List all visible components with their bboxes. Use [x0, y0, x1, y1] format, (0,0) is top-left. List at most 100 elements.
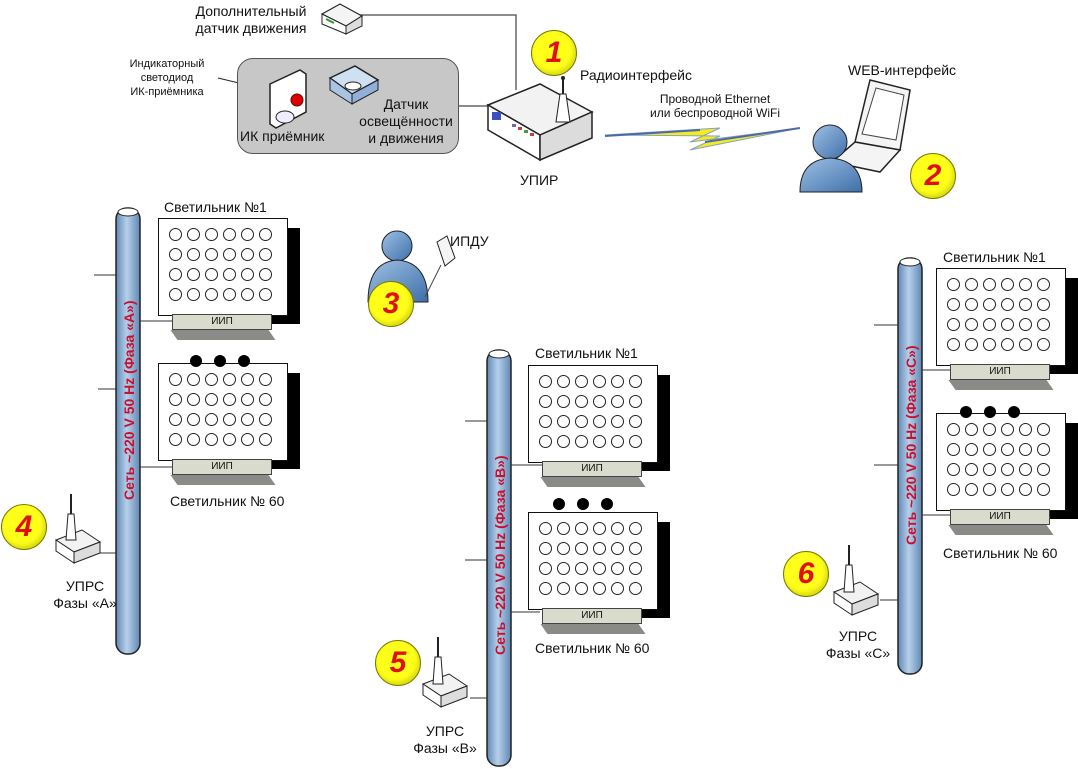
driver-base: [540, 624, 646, 634]
led-icon: [611, 562, 624, 575]
led-icon: [169, 288, 182, 301]
led-icon: [1037, 298, 1050, 311]
led-icon: [593, 542, 606, 555]
led-icon: [593, 562, 606, 575]
led-icon: [241, 288, 254, 301]
radio-interface-label: Радиоинтерфейс: [580, 67, 692, 83]
remote-label: ИПДУ: [450, 233, 489, 249]
led-icon: [187, 393, 200, 406]
led-icon: [169, 248, 182, 261]
led-icon: [575, 562, 588, 575]
extra-motion-sensor-icon: [320, 3, 364, 35]
led-icon: [947, 443, 960, 456]
led-icon: [205, 393, 218, 406]
led-icon: [983, 278, 996, 291]
led-icon: [629, 435, 642, 448]
led-icon: [223, 433, 236, 446]
driver-base: [948, 380, 1054, 390]
led-icon: [629, 522, 642, 535]
led-icon: [557, 522, 570, 535]
led-icon: [1019, 423, 1032, 436]
led-icon: [629, 562, 642, 575]
led-icon: [205, 288, 218, 301]
led-icon: [557, 582, 570, 595]
person-laptop-icon: [799, 79, 911, 193]
led-icon: [947, 338, 960, 351]
badge-6: 6: [783, 551, 829, 597]
led-icon: [965, 278, 978, 291]
led-icon: [575, 375, 588, 388]
led-icon: [947, 318, 960, 331]
ellipsis-dot: [1008, 406, 1020, 418]
led-icon: [1001, 483, 1014, 496]
led-icon: [539, 375, 552, 388]
led-icon: [259, 268, 272, 281]
led-icon: [575, 542, 588, 555]
led-icon: [187, 413, 200, 426]
led-icon: [1001, 423, 1014, 436]
driver-base: [170, 330, 276, 340]
driver-iip: ИИП: [950, 509, 1050, 525]
led-icon: [947, 298, 960, 311]
led-icon: [187, 248, 200, 261]
fixture-last-label-a: Светильник № 60: [170, 493, 285, 509]
led-icon: [1019, 463, 1032, 476]
ellipsis-dot: [214, 355, 226, 367]
led-icon: [223, 248, 236, 261]
led-icon: [205, 373, 218, 386]
driver-iip: ИИП: [172, 459, 272, 475]
led-icon: [1019, 443, 1032, 456]
led-icon: [169, 228, 182, 241]
upir-label: УПИР: [520, 172, 559, 188]
ellipsis-dot: [984, 406, 996, 418]
fixture-last-panel: [528, 512, 658, 610]
led-icon: [241, 373, 254, 386]
led-icon: [539, 542, 552, 555]
led-icon: [629, 582, 642, 595]
led-icon: [947, 463, 960, 476]
led-icon: [611, 522, 624, 535]
led-icon: [1001, 463, 1014, 476]
led-icon: [241, 248, 254, 261]
led-icon: [187, 288, 200, 301]
driver-base: [948, 525, 1054, 535]
led-icon: [611, 542, 624, 555]
badge-4: 4: [1, 504, 47, 550]
bus-phase-b: [465, 349, 542, 767]
led-icon: [241, 393, 254, 406]
led-icon: [169, 413, 182, 426]
bus-phase-c: [874, 257, 952, 675]
fixture-first-label-c: Светильник №1: [943, 249, 1046, 265]
led-icon: [259, 413, 272, 426]
led-icon: [611, 415, 624, 428]
driver-iip: ИИП: [542, 461, 642, 477]
badge-5: 5: [375, 640, 421, 686]
fixture-first-label-a: Светильник №1: [164, 199, 267, 215]
led-icon: [593, 435, 606, 448]
led-icon: [169, 373, 182, 386]
led-icon: [169, 433, 182, 446]
led-icon: [947, 423, 960, 436]
ellipsis-dot: [553, 498, 565, 510]
led-icon: [169, 268, 182, 281]
led-icon: [1037, 338, 1050, 351]
led-icon: [983, 443, 996, 456]
led-icon: [629, 395, 642, 408]
fixture-last-panel: [158, 363, 288, 461]
fixture-first-panel: [936, 268, 1066, 366]
led-icon: [1019, 298, 1032, 311]
led-icon: [965, 298, 978, 311]
fixture-first-panel: [528, 365, 658, 463]
uprs-router-a-icon: [54, 494, 102, 564]
led-icon: [539, 435, 552, 448]
led-icon: [983, 483, 996, 496]
led-icon: [557, 542, 570, 555]
led-icon: [1019, 483, 1032, 496]
ellipsis-dot: [960, 406, 972, 418]
led-icon: [1037, 463, 1050, 476]
led-icon: [575, 435, 588, 448]
led-icon: [629, 415, 642, 428]
